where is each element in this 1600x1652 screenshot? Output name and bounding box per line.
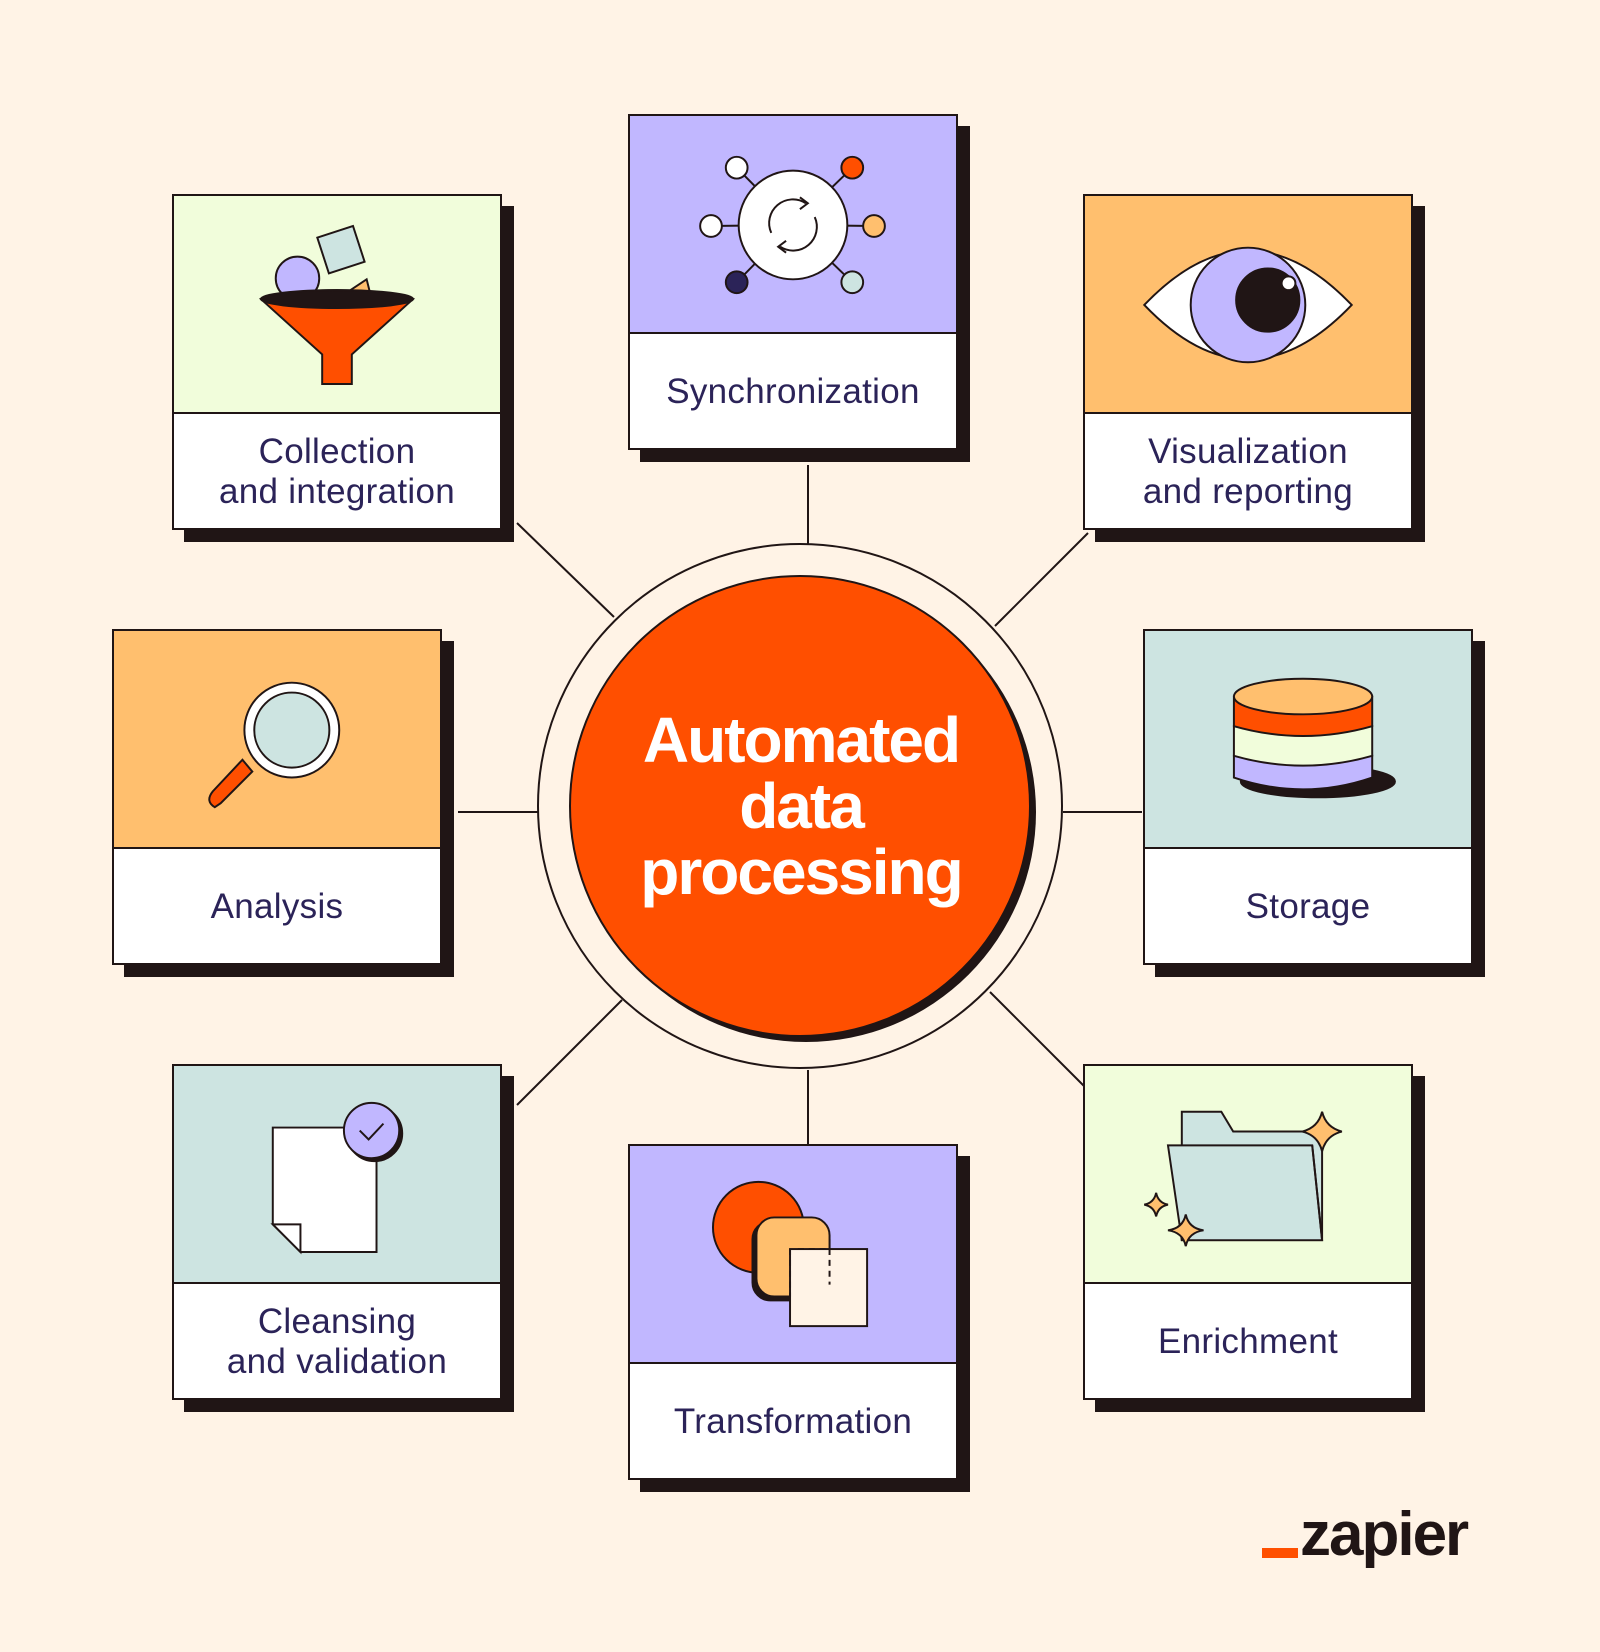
step-label: Visualization and reporting [1142,432,1354,511]
connector-visualization [994,532,1089,627]
zapier-logo: zapier [1262,1494,1469,1569]
step-label: Transformation [673,1402,913,1441]
logo-underscore [1262,1548,1298,1558]
step-card-storage: Storage [1143,629,1473,965]
connector-collection [516,522,615,618]
sparkle-folder-icon [1085,1066,1411,1284]
outer-ring [537,543,1063,1069]
step-card-analysis: Analysis [112,629,442,965]
document-check-icon [174,1066,500,1284]
eye-icon [1085,196,1411,414]
step-card-cleansing: Cleansing and validation [172,1064,502,1400]
logo-wordmark: zapier [1300,1500,1469,1569]
connector-enrichment [989,991,1085,1087]
step-label: Synchronization [666,372,920,411]
step-card-enrichment: Enrichment [1083,1064,1413,1400]
step-label: Storage [1245,887,1371,926]
step-label: Analysis [210,887,344,926]
step-label: Enrichment [1157,1322,1339,1361]
step-label: Cleansing and validation [226,1302,448,1381]
funnel-icon [174,196,500,414]
shapes-transform-icon [630,1146,956,1364]
step-card-synchronization: Synchronization [628,114,958,450]
sync-network-icon [630,116,956,334]
step-card-visualization: Visualization and reporting [1083,194,1413,530]
diagram-title: Automated data processing [640,704,963,908]
step-card-collection: Collection and integration [172,194,502,530]
connector-cleansing [516,999,623,1106]
center-circle [569,575,1031,1037]
step-label: Collection and integration [218,432,456,511]
step-card-transformation: Transformation [628,1144,958,1480]
magnifying-glass-icon [114,631,440,849]
database-icon [1145,631,1471,849]
